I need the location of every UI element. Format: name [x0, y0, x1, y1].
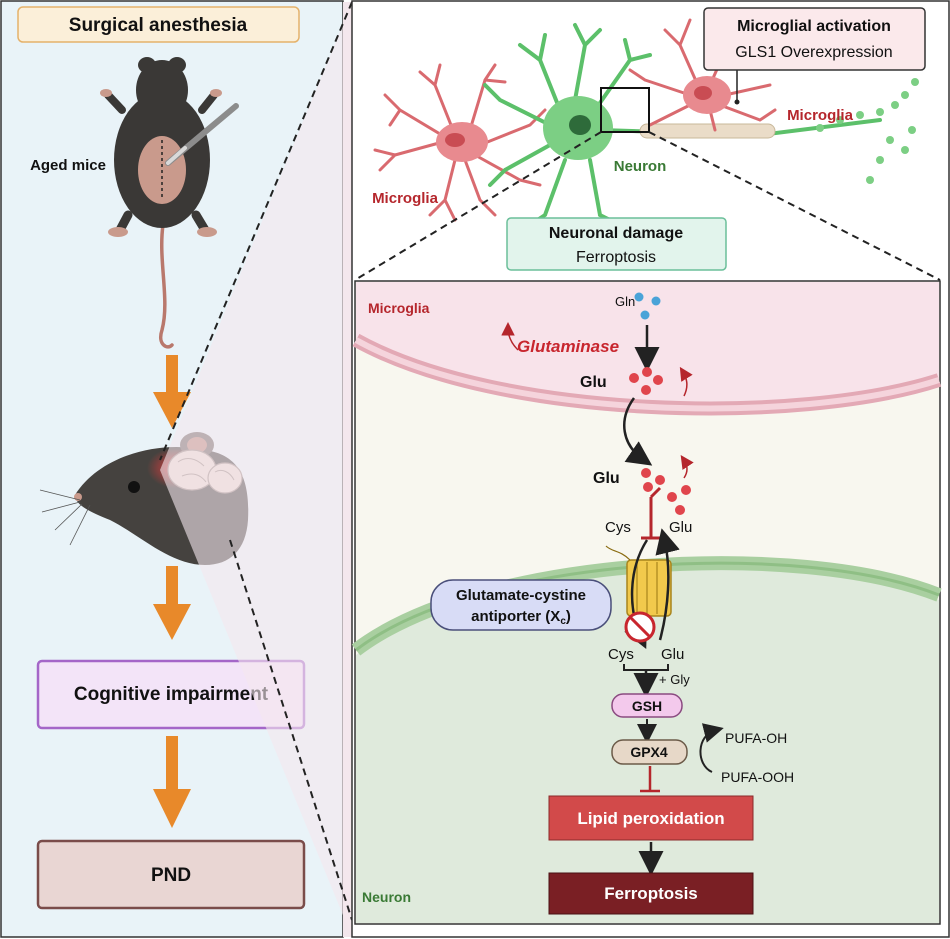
- gpx4-box: [611, 739, 688, 765]
- ferroptosis-label: Ferroptosis: [604, 884, 698, 903]
- antiporter-label-line2: antiporter (Xc): [471, 608, 571, 627]
- antiporter-subscript: c: [560, 616, 566, 627]
- glu-inside-label: Glu: [661, 646, 684, 663]
- aged-mouse-illustration: [100, 57, 239, 349]
- pufa-oh-label: PUFA-OH: [725, 730, 787, 746]
- cognitive-impairment-label: Cognitive impairment: [74, 684, 269, 705]
- lipid-peroxidation-box: [548, 795, 754, 841]
- gsh-box: [611, 693, 683, 718]
- antiporter-label-line1: Glutamate-cystine: [456, 587, 586, 604]
- glu-cleft-molecules: [641, 468, 691, 515]
- pnd-box: [36, 839, 306, 910]
- surgical-anesthesia-title: Surgical anesthesia: [69, 15, 248, 36]
- gsh-label: GSH: [632, 698, 662, 714]
- antiporter-box: [430, 579, 612, 631]
- antiporter-close-paren: ): [566, 608, 571, 625]
- microglial-activation-box: [703, 7, 926, 71]
- microglial-activation-title: Microglial activation: [737, 18, 891, 35]
- glutaminase-label: Glutaminase: [517, 337, 619, 356]
- neuron-label: Neuron: [614, 158, 667, 175]
- neuronal-damage-box: [506, 217, 727, 271]
- microglia-left-label: Microglia: [372, 190, 439, 207]
- aged-mice-label: Aged mice: [30, 157, 106, 174]
- glu-microglia-molecules: [629, 367, 663, 395]
- cys-inside-label: Cys: [608, 646, 634, 663]
- gln-label: Gln: [615, 294, 635, 309]
- axon-terminals: [816, 78, 919, 184]
- pnd-label: PND: [151, 865, 191, 886]
- cys-outside-label: Cys: [605, 519, 631, 536]
- zoom-line-bottom: [229, 539, 353, 921]
- glu-cleft-label: Glu: [593, 470, 620, 487]
- lipid-peroxidation-label: Lipid peroxidation: [577, 809, 724, 828]
- microglia-region-label: Microglia: [368, 300, 430, 316]
- antiporter-line2-main: antiporter (X: [471, 608, 560, 625]
- zoom-line-top: [159, 1, 353, 461]
- glu-outside-label: Glu: [669, 519, 692, 536]
- gls1-overexpression-label: GLS1 Overexpression: [735, 44, 892, 61]
- gpx4-label: GPX4: [630, 744, 668, 760]
- gly-label: + Gly: [659, 672, 690, 687]
- orange-down-arrow-2: [153, 566, 191, 640]
- ferroptosis-box: [548, 872, 754, 915]
- gln-molecules: [634, 292, 661, 320]
- neuronal-damage-title: Neuronal damage: [549, 225, 683, 242]
- orange-down-arrow-1: [153, 355, 191, 428]
- pufa-ooh-label: PUFA-OOH: [721, 769, 794, 785]
- microglia-right-label: Microglia: [787, 107, 854, 124]
- neuron-region-label: Neuron: [362, 889, 411, 905]
- zoom-square: [600, 87, 650, 133]
- orange-down-arrow-3: [153, 736, 191, 828]
- blocked-icon: [624, 611, 656, 643]
- ferroptosis-sub-label: Ferroptosis: [576, 249, 656, 266]
- surgical-anesthesia-box: [17, 6, 300, 43]
- glu-microglia-label: Glu: [580, 374, 607, 391]
